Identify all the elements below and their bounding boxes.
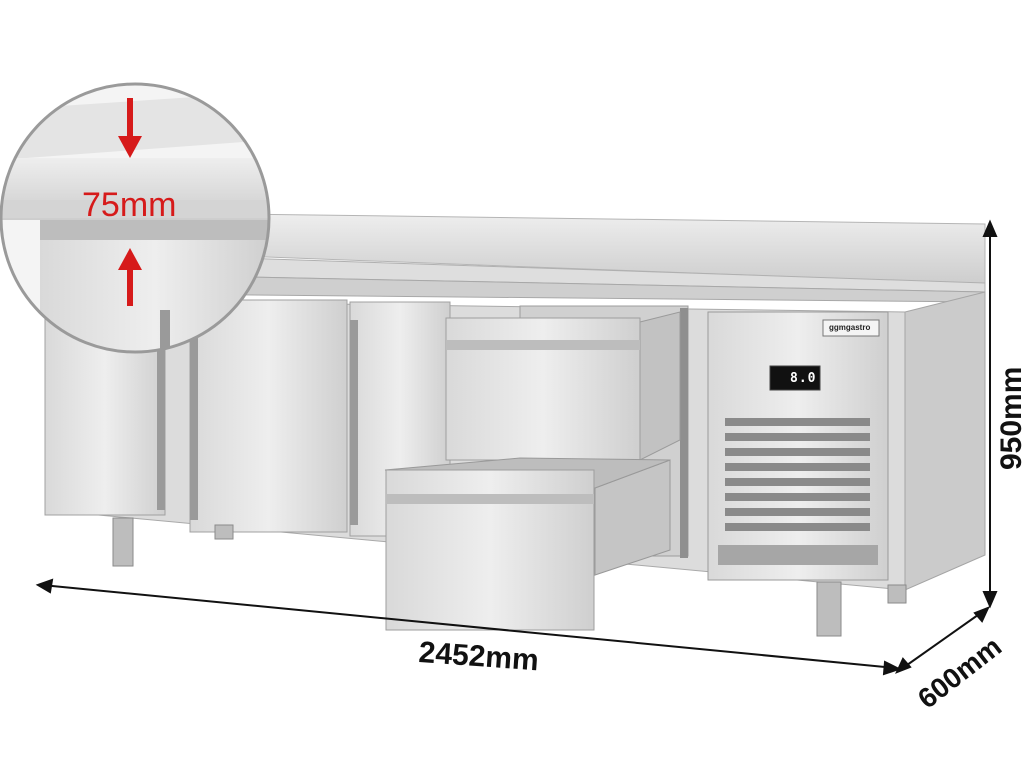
width-dimension-line — [35, 578, 902, 676]
feet — [112, 517, 907, 637]
arrow-down-icon — [118, 98, 142, 158]
temperature-display[interactable] — [769, 365, 821, 391]
height-label: 950mm — [995, 366, 1024, 470]
height-dimension-line — [982, 219, 998, 609]
lower-drawer[interactable] — [384, 457, 671, 631]
machine-compartment — [707, 311, 889, 581]
arrow-up-icon — [118, 248, 142, 306]
door-middle-left[interactable] — [189, 299, 348, 533]
temperature-display-value: 8.0 — [790, 371, 817, 386]
worktop-zoom-detail — [0, 82, 271, 354]
brand-label: ggmgastro — [829, 323, 871, 332]
depth-dimension-line — [895, 606, 990, 674]
worktop-thickness-label: 75mm — [82, 186, 177, 224]
upper-drawer[interactable] — [445, 311, 681, 461]
ventilation-grille — [718, 418, 878, 565]
